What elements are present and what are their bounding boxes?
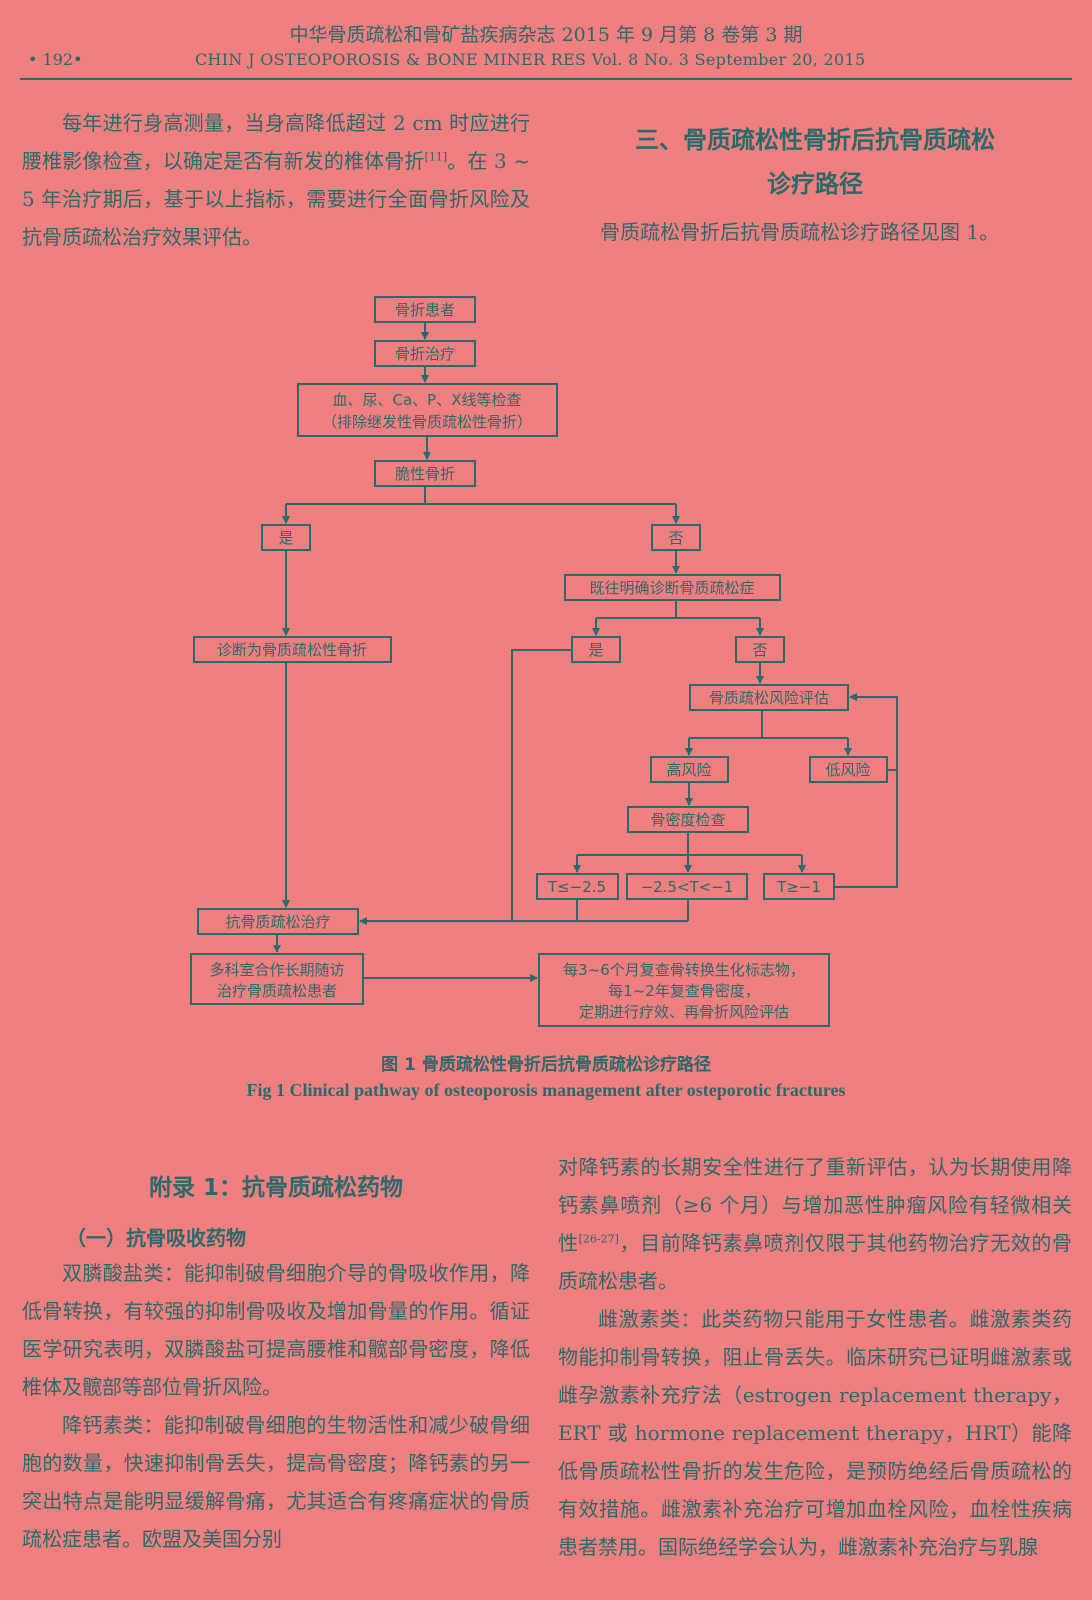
section-title: 三、骨质疏松性骨折后抗骨质疏松 诊疗路径 — [560, 118, 1070, 206]
figure-caption-en: Fig 1 Clinical pathway of osteoporosis m… — [246, 1080, 846, 1100]
box-diagnosed-before — [564, 574, 781, 601]
flowchart: 骨折患者 骨折治疗 血、尿、Ca、P、X线等检查 （排除继发性骨质疏松性骨折） … — [190, 296, 898, 1027]
label-risk-assessment: 骨质疏松风险评估 — [709, 689, 829, 707]
section-text: 骨质疏松骨折后抗骨质疏松诊疗路径见图 1。 — [600, 220, 1000, 244]
label-t-low: T≤−2.5 — [547, 878, 606, 896]
page-number: • 192• — [28, 50, 83, 69]
paragraph-text: 每年进行身高测量，当身高降低超过 2 cm 时应进行腰椎影像检查，以确定是否有新… — [22, 111, 530, 173]
paragraph-calcitonin-cont: 对降钙素的长期安全性进行了重新评估，认为长期使用降钙素鼻喷剂（≥6 个月）与增加… — [558, 1148, 1072, 1300]
reference-mark: [11] — [424, 150, 448, 164]
paragraph-bisphosphonates: 双膦酸盐类：能抑制破骨细胞介导的骨吸收作用，降低骨转换，有较强的抑制骨吸收及增加… — [22, 1261, 530, 1399]
label-yes: 是 — [278, 529, 293, 547]
paragraph-text: 对降钙素的长期安全性进行了重新评估，认为长期使用降钙素鼻喷剂（≥6 个月）与增加… — [558, 1155, 1072, 1255]
label-followup-1: 多科室合作长期随访 — [209, 961, 344, 979]
label-low-risk: 低风险 — [825, 761, 870, 779]
label-monitor-3: 定期进行疗效、再骨折风险评估 — [579, 1003, 789, 1021]
paragraph-estrogen: 雌激素类：此类药物只能用于女性患者。雌激素类药物能抑制骨转换，阻止骨丢失。临床研… — [558, 1307, 1072, 1559]
label-fracture-patient: 骨折患者 — [395, 301, 455, 319]
appendix-left-column: 双膦酸盐类：能抑制破骨细胞介导的骨吸收作用，降低骨转换，有较强的抑制骨吸收及增加… — [22, 1254, 530, 1558]
label-t-mid: −2.5<T<−1 — [641, 878, 734, 896]
label-no: 否 — [668, 529, 683, 547]
paragraph-height-measurement: 每年进行身高测量，当身高降低超过 2 cm 时应进行腰椎影像检查，以确定是否有新… — [22, 104, 530, 256]
label-high-risk: 高风险 — [666, 761, 711, 779]
label-diagnosed-before: 既往明确诊断骨质疏松症 — [589, 579, 754, 597]
label-monitor-2: 每1~2年复查骨密度， — [608, 982, 760, 1000]
label-monitor-1: 每3~6个月复查骨转换生化标志物， — [563, 961, 805, 979]
header-rule — [20, 78, 1072, 80]
label-lab-exam-1: 血、尿、Ca、P、X线等检查 — [333, 391, 522, 409]
label-fracture-treatment: 骨折治疗 — [395, 345, 455, 363]
paragraph-calcitonin: 降钙素类：能抑制破骨细胞的生物活性和减少破骨细胞的数量，快速抑制骨丢失，提高骨密… — [22, 1413, 530, 1551]
label-diagnose-op-fracture: 诊断为骨质疏松性骨折 — [217, 641, 367, 659]
label-lab-exam-2: （排除继发性骨质疏松性骨折） — [322, 413, 532, 431]
label-fragility-fracture: 脆性骨折 — [395, 465, 455, 483]
appendix-right-column: 对降钙素的长期安全性进行了重新评估，认为长期使用降钙素鼻喷剂（≥6 个月）与增加… — [558, 1148, 1072, 1566]
section-title-line2: 诊疗路径 — [767, 170, 863, 198]
section-title-line1: 三、骨质疏松性骨折后抗骨质疏松 — [635, 126, 995, 154]
box-diagnose-op-fracture — [193, 636, 392, 663]
appendix-subtitle: （一）抗骨吸收药物 — [66, 1226, 246, 1250]
label-anti-op-treatment: 抗骨质疏松治疗 — [225, 913, 330, 931]
label-no2: 否 — [752, 641, 767, 659]
label-followup-2: 治疗骨质疏松患者 — [217, 982, 337, 1000]
box-monitor — [538, 953, 830, 1027]
journal-title-cn: 中华骨质疏松和骨矿盐疾病杂志 2015 年 9 月第 8 卷第 3 期 — [289, 24, 803, 46]
reference-mark: [26-27] — [578, 1232, 619, 1246]
flow-connectors — [273, 322, 898, 982]
box-risk-assessment — [689, 684, 849, 711]
figure-caption-cn: 图 1 骨质疏松性骨折后抗骨质疏松诊疗路径 — [381, 1055, 711, 1075]
label-t-high: T≥−1 — [776, 878, 821, 896]
label-yes2: 是 — [588, 641, 603, 659]
label-bmd-exam: 骨密度检查 — [650, 811, 725, 829]
appendix-title: 附录 1：抗骨质疏松药物 — [148, 1175, 403, 1201]
paragraph-text: 。在 3 ~ 5 年治疗期后，基于以上指标，需要进行全面骨折风险及抗骨质疏松治疗… — [22, 149, 530, 249]
journal-title-en: CHIN J OSTEOPOROSIS & BONE MINER RES Vol… — [195, 50, 866, 69]
paragraph-text: ，目前降钙素鼻喷剂仅限于其他药物治疗无效的骨质疏松患者。 — [558, 1231, 1073, 1293]
